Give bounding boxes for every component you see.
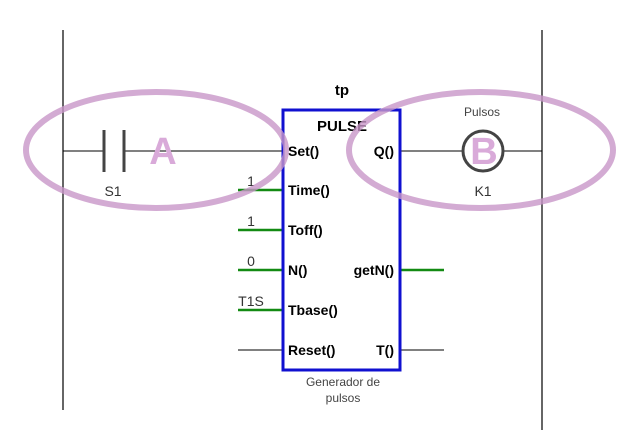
block-caption-line2: pulsos bbox=[326, 391, 361, 405]
pin-t-label: T() bbox=[376, 342, 394, 358]
input-value-toff: 1 bbox=[247, 213, 255, 229]
coil-k1-label: K1 bbox=[474, 183, 491, 199]
pin-reset-label: Reset() bbox=[288, 342, 335, 358]
marker-a-label: A bbox=[149, 131, 176, 173]
pin-n-label: N() bbox=[288, 262, 307, 278]
marker-b-label: B bbox=[470, 131, 497, 173]
coil-k1-symbol bbox=[461, 129, 505, 173]
pin-getn-label: getN() bbox=[354, 262, 394, 278]
pin-tbase-label: Tbase() bbox=[288, 302, 338, 318]
highlight-ellipse-b bbox=[346, 89, 616, 211]
coil-k1-caption: Pulsos bbox=[464, 105, 500, 119]
pin-toff-label: Toff() bbox=[288, 222, 323, 238]
highlight-ellipse-a bbox=[23, 89, 289, 211]
input-value-time: 1 bbox=[247, 173, 255, 189]
pin-set-label: Set() bbox=[288, 143, 319, 159]
block-instance-name: tp bbox=[335, 82, 349, 99]
pulse-function-block[interactable] bbox=[281, 108, 402, 372]
pin-time-label: Time() bbox=[288, 182, 330, 198]
input-value-n: 0 bbox=[247, 253, 255, 269]
pin-q-label: Q() bbox=[374, 143, 394, 159]
input-value-tbase: T1S bbox=[238, 293, 264, 309]
contact-s1-label: S1 bbox=[104, 183, 121, 199]
block-caption-line1: Generador de bbox=[306, 375, 380, 389]
